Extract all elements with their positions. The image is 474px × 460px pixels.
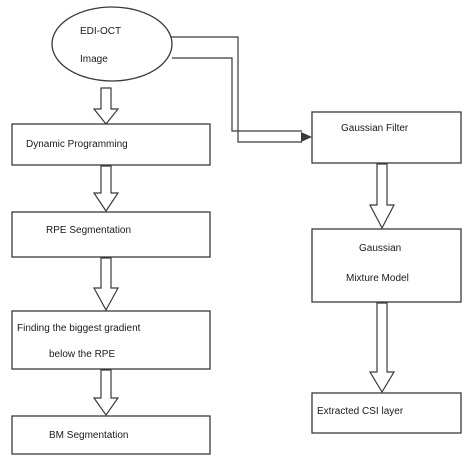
image-to-gaussian-filter-connector [170,36,312,143]
arrow-mixture-to-csi [368,302,396,394]
node-edi-oct-image: EDI-OCT Image [51,6,173,82]
node-rpe-segmentation: RPE Segmentation [11,211,211,258]
node-gaussian-filter: Gaussian Filter [311,111,462,164]
node-image-line2: Image [80,54,108,65]
node-bm-segmentation: BM Segmentation [11,415,211,455]
node-csi-layer: Extracted CSI layer [311,392,462,434]
node-biggest-gradient: Finding the biggest gradient below the R… [11,310,211,370]
arrow-image-to-dynamic-programming [92,87,120,125]
node-bm-segmentation-label: BM Segmentation [49,430,129,441]
node-csi-layer-label: Extracted CSI layer [317,406,404,417]
node-biggest-gradient-line1: Finding the biggest gradient [17,323,141,334]
node-gaussian-mixture-model: Gaussian Mixture Model [311,228,462,303]
node-rpe-segmentation-label: RPE Segmentation [46,225,131,236]
arrow-gaussian-filter-to-mixture [369,163,395,230]
node-gaussian-mixture-line2: Mixture Model [346,273,409,284]
node-gaussian-mixture-line1: Gaussian [359,243,401,254]
node-dynamic-programming-label: Dynamic Programming [26,139,128,150]
arrow-rpe-to-biggest-gradient [92,257,120,312]
node-gaussian-filter-label: Gaussian Filter [341,123,409,134]
node-image-line1: EDI-OCT [80,26,121,37]
node-biggest-gradient-line2: below the RPE [49,349,115,360]
arrow-biggest-gradient-to-bm [92,369,120,417]
node-dynamic-programming: Dynamic Programming [11,123,211,166]
arrow-dynamic-programming-to-rpe [92,165,120,213]
